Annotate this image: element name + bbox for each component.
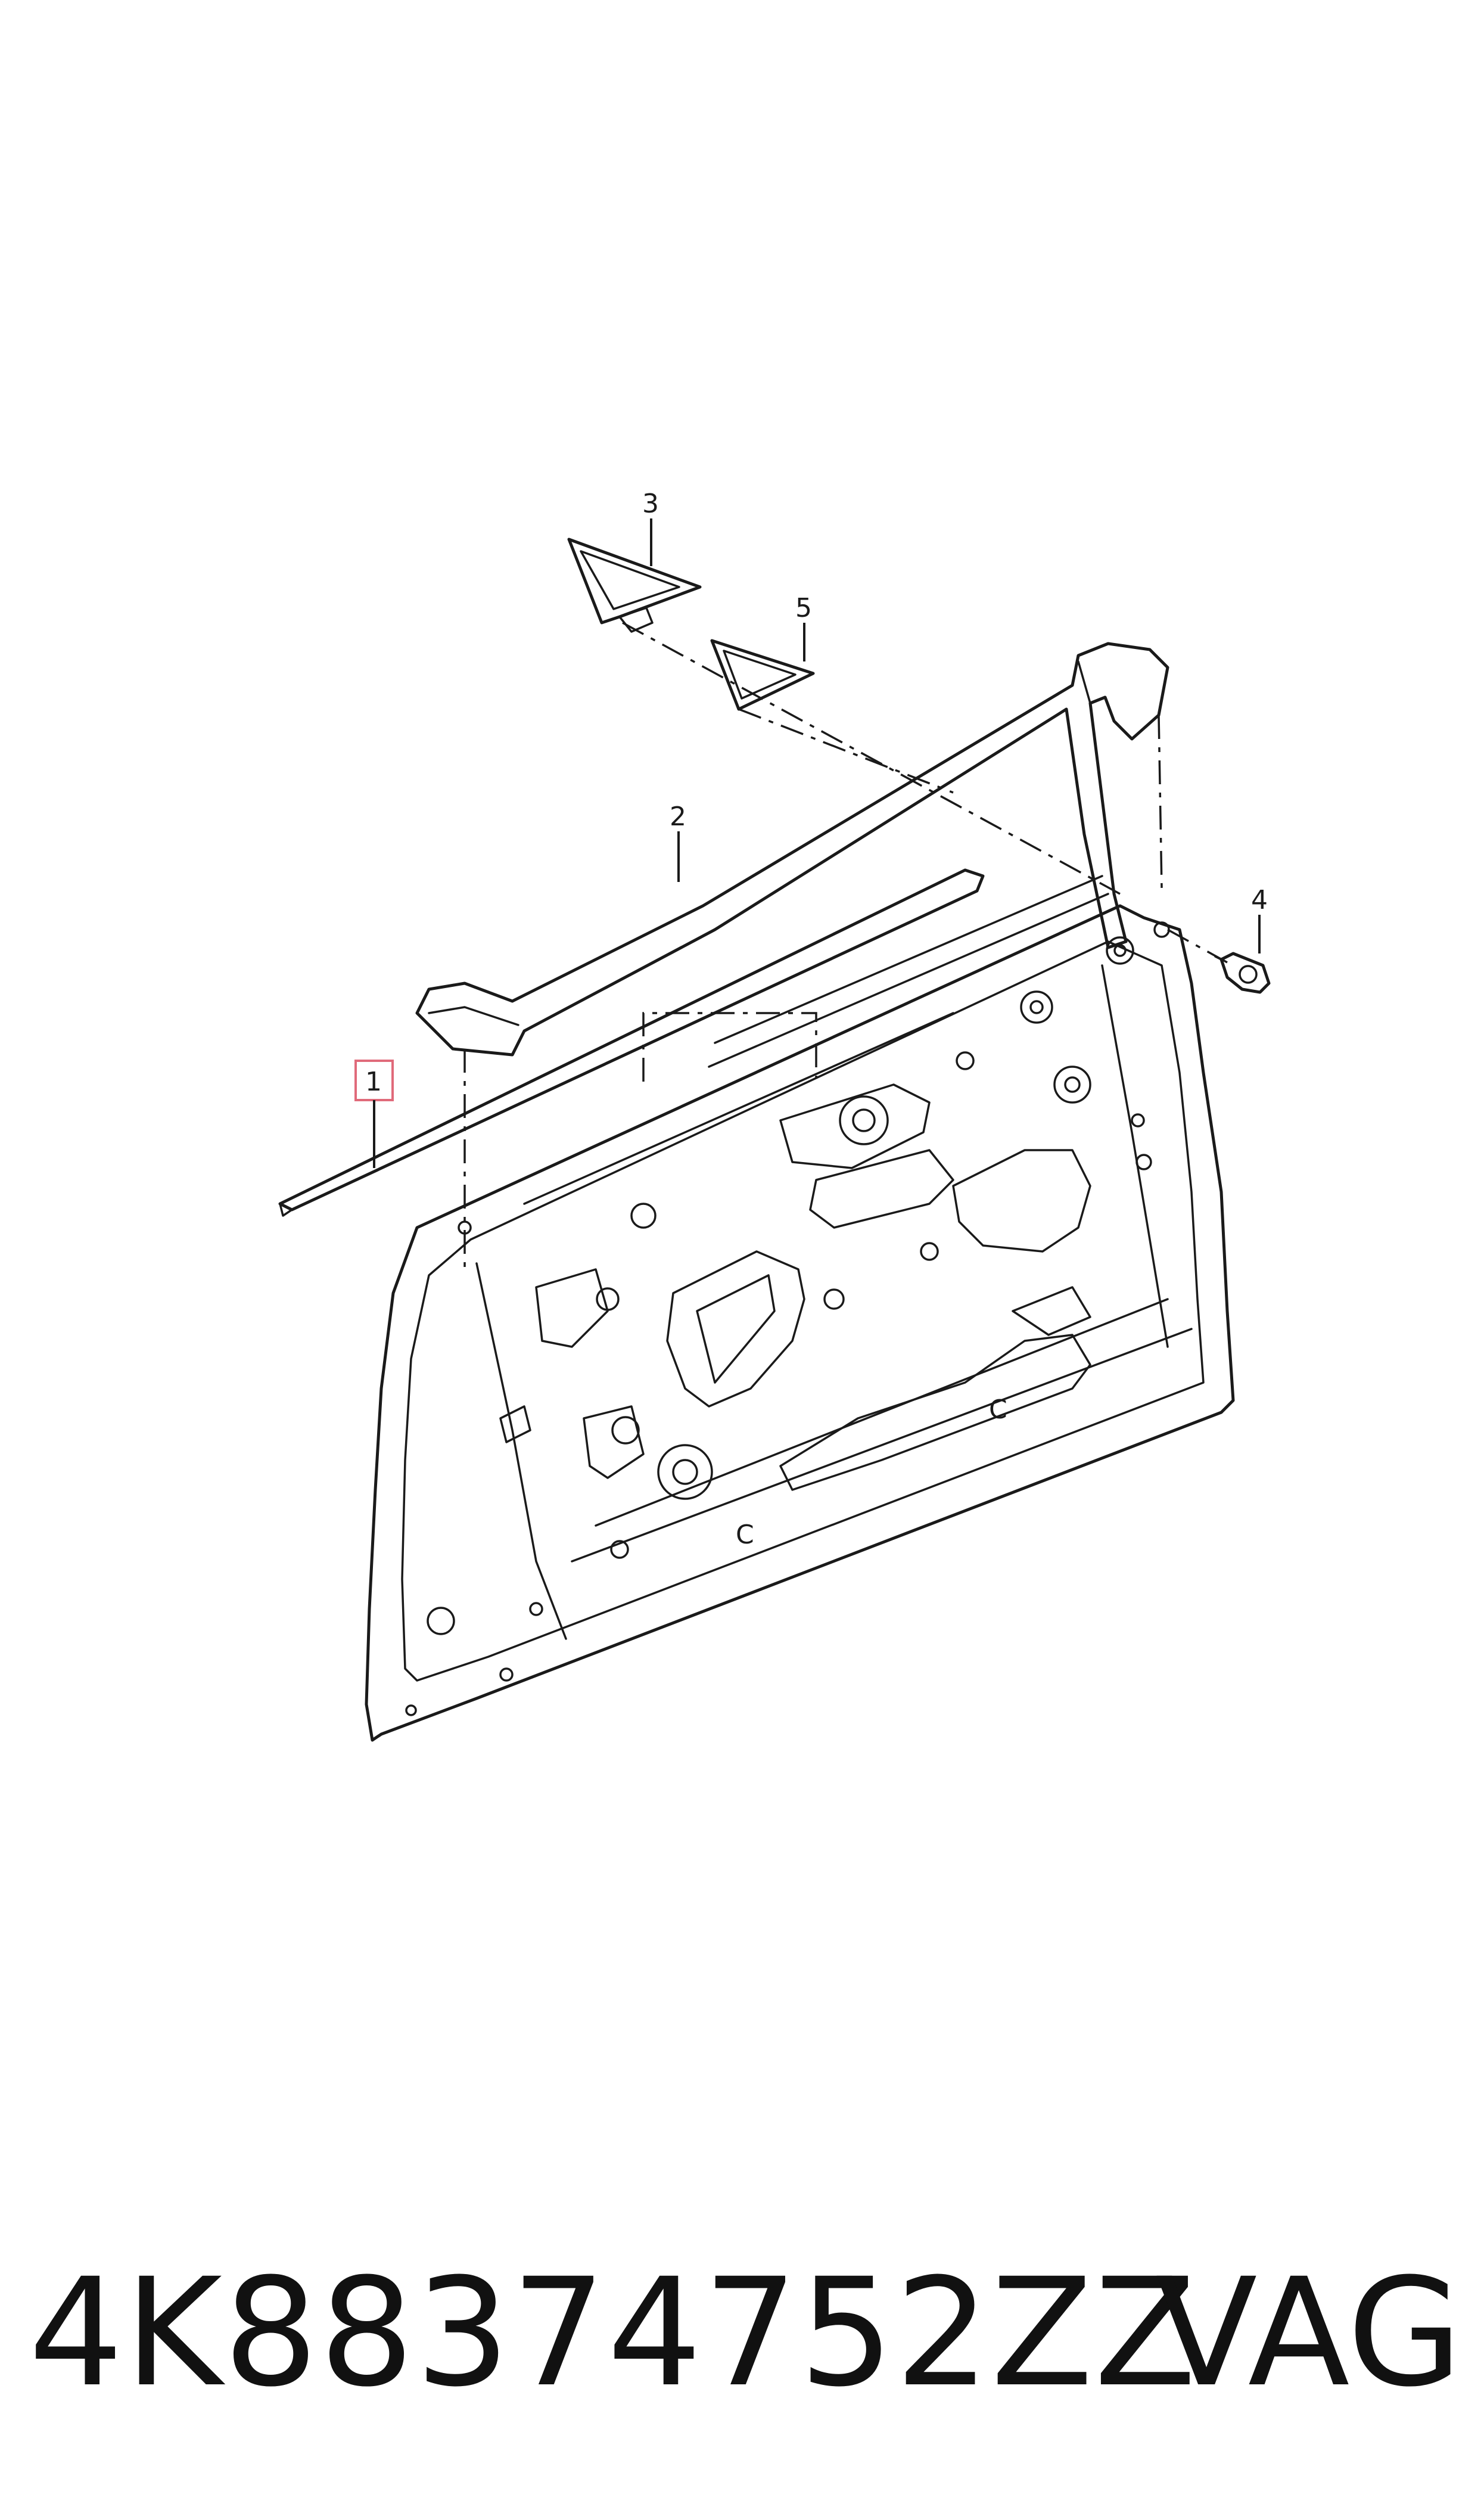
part-3-triangle-cover: [567, 538, 702, 633]
brand-label: VAG: [1155, 2246, 1463, 2419]
callout-2[interactable]: 2: [670, 802, 686, 882]
callout-1-label: 1: [365, 1067, 382, 1097]
part-5-triangle-cover: [710, 639, 815, 711]
svg-text:C: C: [736, 1520, 754, 1550]
part-2-frame-seal: [415, 642, 1169, 1057]
part-1-sealing-strip: [278, 868, 985, 1217]
callout-4-label: 4: [1251, 885, 1268, 915]
callout-5[interactable]: 5: [795, 593, 812, 661]
assembly-lines: [463, 622, 1228, 1275]
door-shell: C C: [365, 875, 1235, 1742]
callout-3-label: 3: [642, 489, 659, 519]
callout-3[interactable]: 3: [642, 489, 659, 566]
part-number: 4K88374752ZZ: [29, 2246, 1197, 2419]
svg-text:C: C: [989, 1394, 1007, 1425]
callout-2-label: 2: [670, 802, 686, 832]
callout-5-label: 5: [795, 593, 812, 623]
callout-1[interactable]: 1: [354, 1060, 394, 1168]
callout-4[interactable]: 4: [1251, 885, 1268, 953]
